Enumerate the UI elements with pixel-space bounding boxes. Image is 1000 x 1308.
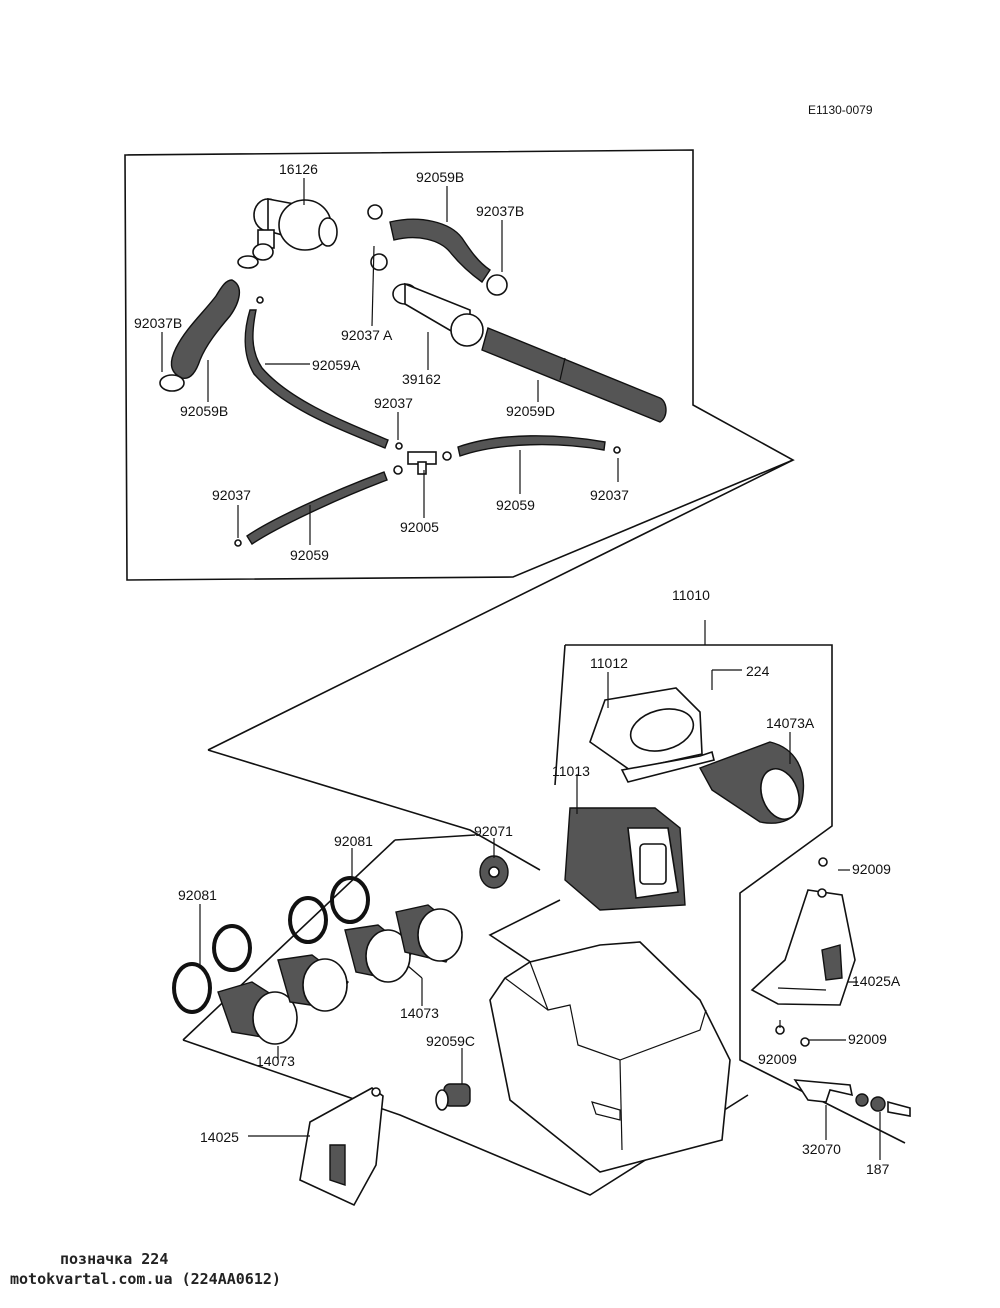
cap-92059c: [435, 1083, 471, 1111]
bracket-14025: [299, 1087, 384, 1207]
label-32070: 32070: [802, 1141, 841, 1157]
t-fitting-92005: [393, 451, 452, 475]
vacuum-valve-part: [252, 198, 338, 261]
air-filter-39162: [392, 282, 484, 347]
bracket-32070: [793, 1079, 854, 1103]
washer-187: [855, 1093, 869, 1107]
label-224: 224: [746, 663, 770, 679]
hose-92059d: [481, 327, 667, 423]
label-92009-br: 92009: [848, 1031, 887, 1047]
label-14025a: 14025A: [852, 973, 901, 989]
label-92037-mid: 92037: [374, 395, 413, 411]
label-92037b-top: 92037B: [476, 203, 524, 219]
hose-92059a: [244, 309, 389, 449]
label-92071: 92071: [474, 823, 513, 839]
label-92081-top: 92081: [334, 833, 373, 849]
label-92037-left: 92037: [212, 487, 251, 503]
element-14073a: [698, 741, 805, 824]
assembly-bracket-frame: [554, 644, 906, 1144]
label-187: 187: [866, 1161, 890, 1177]
ducts-14073: [217, 904, 463, 1045]
o-rings-92081: [172, 876, 370, 1014]
label-92009-bl: 92009: [758, 1051, 797, 1067]
diagram-code: E1130-0079: [808, 103, 873, 117]
air-box-housing: [489, 941, 731, 1173]
label-92059-right: 92059: [496, 497, 535, 513]
label-92037-right: 92037: [590, 487, 629, 503]
label-92059b-left: 92059B: [180, 403, 228, 419]
lower-group-frame: [207, 459, 794, 871]
label-39162: 39162: [402, 371, 441, 387]
label-14073-mid: 14073: [400, 1005, 439, 1021]
label-92081-left: 92081: [178, 887, 217, 903]
hose-92059-left: [246, 471, 388, 545]
label-14025: 14025: [200, 1129, 239, 1145]
bracket-14025a: [750, 888, 856, 1006]
label-92059-left: 92059: [290, 547, 329, 563]
label-14073a: 14073A: [766, 715, 815, 731]
label-11010: 11010: [672, 587, 710, 603]
label-92009-top: 92009: [852, 861, 891, 877]
label-92005: 92005: [400, 519, 439, 535]
label-92059a: 92059A: [312, 357, 361, 373]
footer-source: motokvartal.com.ua (224AA0612): [10, 1270, 281, 1288]
label-11013: 11013: [552, 763, 590, 779]
filter-element-11013: [564, 807, 686, 911]
hose-92059-right: [457, 435, 606, 457]
filter-cover-11012: [589, 687, 715, 783]
label-14073-left: 14073: [256, 1053, 295, 1069]
label-92059c: 92059C: [426, 1033, 475, 1049]
top-group-frame: [124, 149, 795, 581]
footer-mark: позначка 224: [60, 1250, 169, 1268]
hose-92059b-top: [389, 218, 491, 283]
label-92059b-top: 92059B: [416, 169, 464, 185]
label-11012: 11012: [590, 655, 628, 671]
label-16126: 16126: [279, 161, 318, 177]
label-92059d: 92059D: [506, 403, 555, 419]
label-92037a: 92037 A: [341, 327, 393, 343]
label-92037b-left: 92037B: [134, 315, 182, 331]
